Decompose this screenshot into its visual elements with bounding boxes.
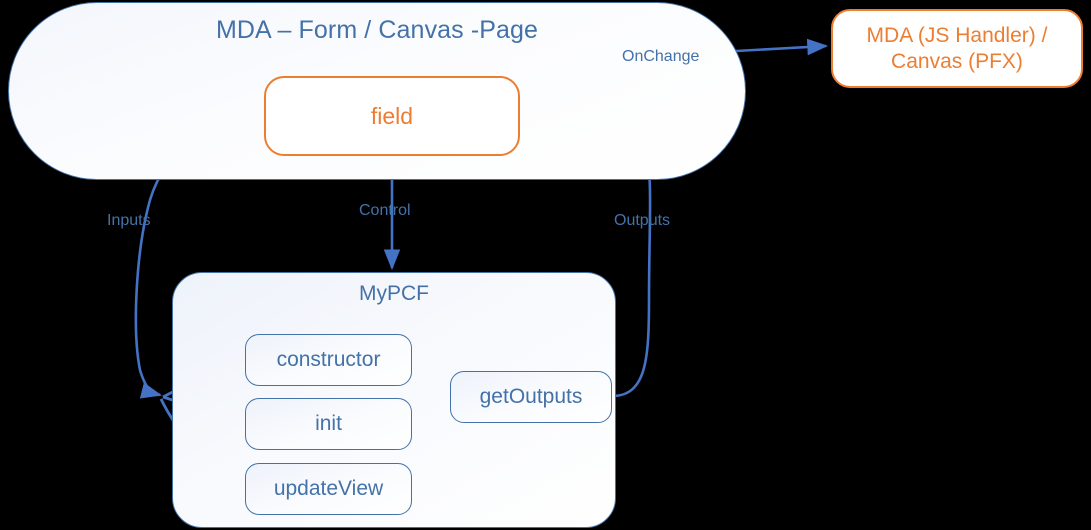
method-box-constructor[interactable]: constructor: [245, 334, 412, 386]
method-box-updateview[interactable]: updateView: [245, 463, 412, 515]
method-label-init: init: [315, 412, 342, 436]
host-container-title: MDA – Form / Canvas -Page: [215, 16, 539, 44]
edge-label-inputs: Inputs: [107, 212, 151, 229]
edge-label-outputs: Outputs: [614, 212, 671, 229]
external-handler-box[interactable]: MDA (JS Handler) / Canvas (PFX): [831, 9, 1083, 88]
method-label-updateview: updateView: [273, 477, 384, 501]
field-box-label: field: [370, 102, 414, 129]
mypcf-container-title: MyPCF: [359, 282, 429, 305]
method-label-constructor: constructor: [276, 348, 381, 372]
method-box-init[interactable]: init: [245, 398, 412, 450]
external-handler-label: MDA (JS Handler) / Canvas (PFX): [866, 23, 1048, 73]
method-label-getoutputs: getOutputs: [479, 385, 583, 409]
field-box[interactable]: field: [264, 76, 520, 156]
method-box-getoutputs[interactable]: getOutputs: [450, 371, 612, 423]
edge-label-onchange: OnChange: [622, 48, 700, 65]
edge-label-control: Control: [359, 202, 411, 219]
